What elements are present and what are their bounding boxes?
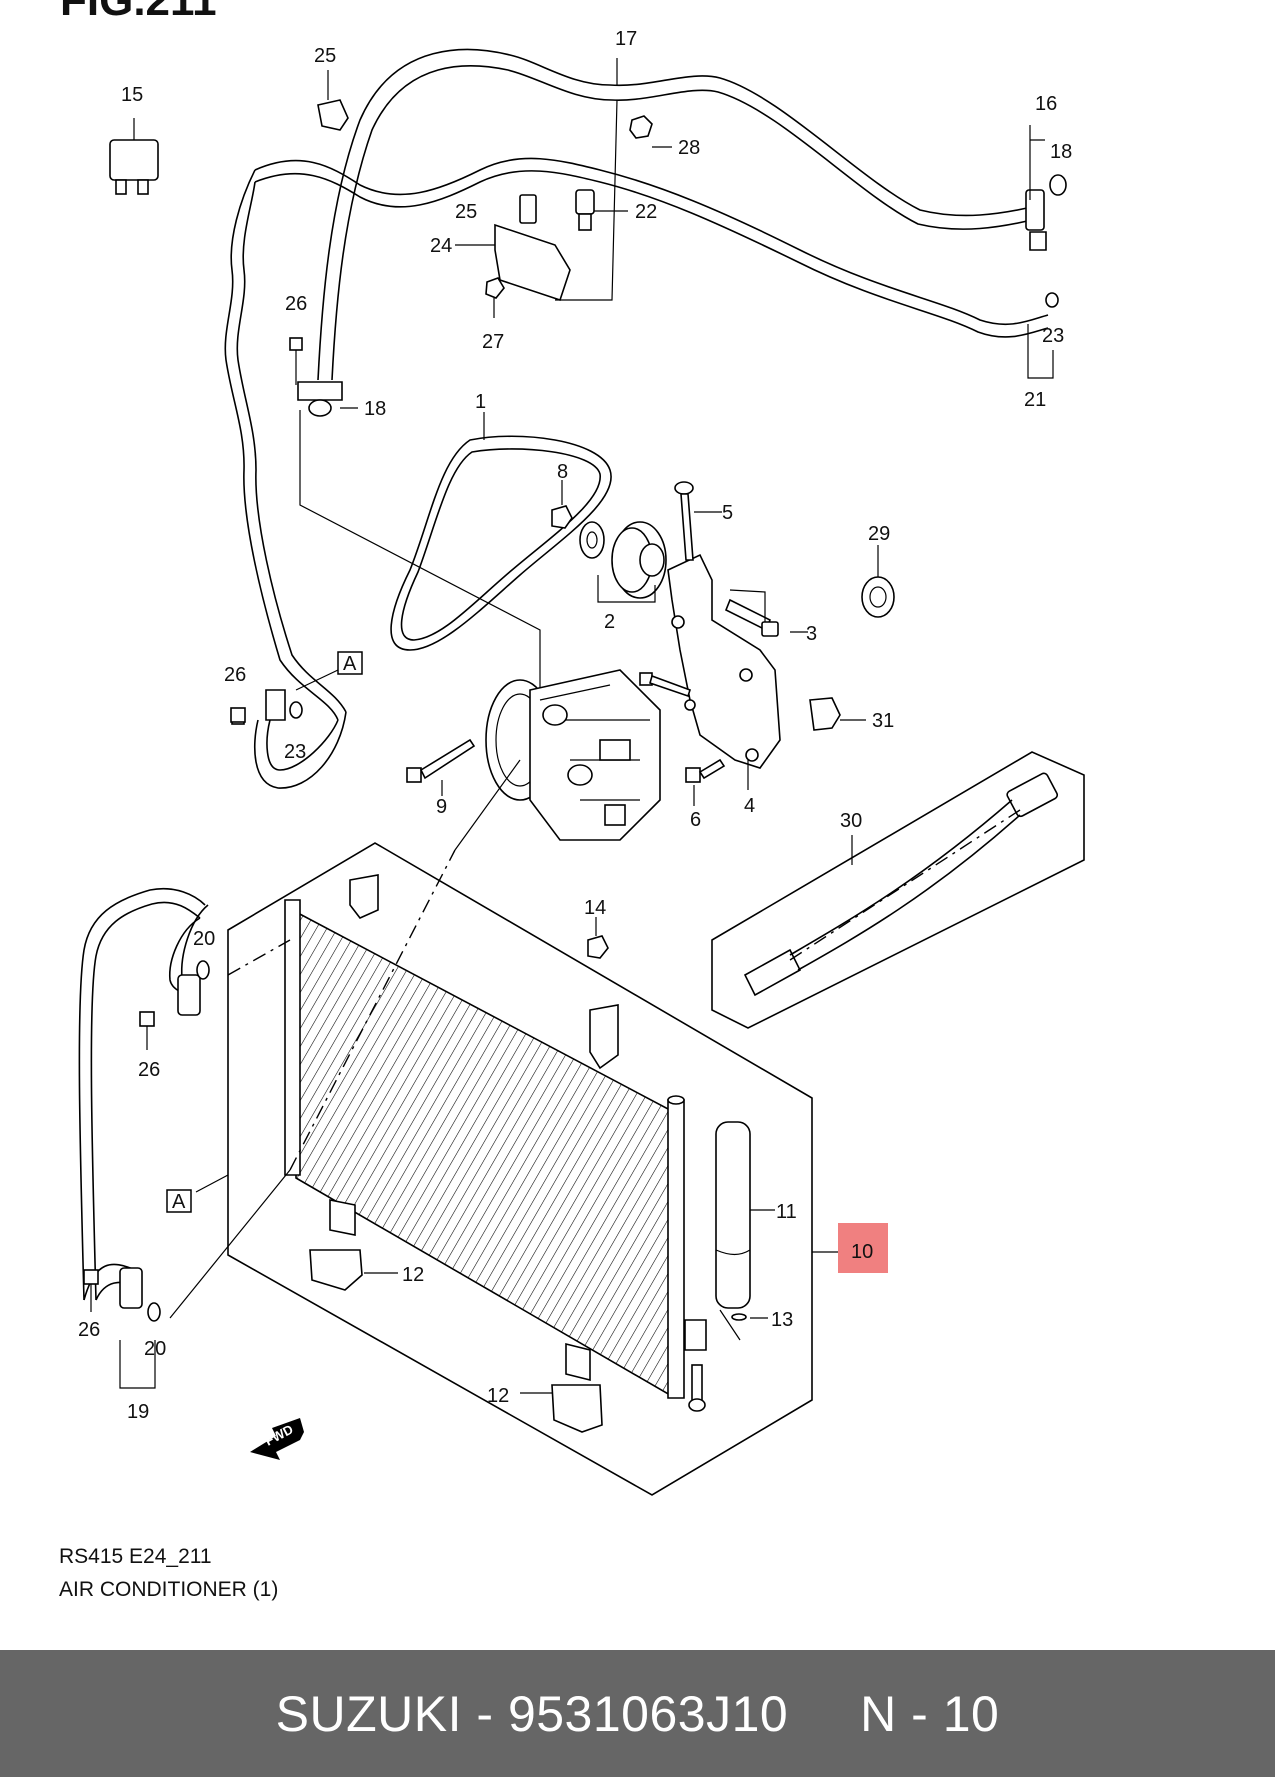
bolt-part-5 [674, 481, 722, 561]
mount-part-12-upper [309, 1249, 398, 1291]
o-ring-part-23-right [1045, 292, 1059, 308]
o-ring-part-18-left [308, 399, 332, 417]
callout-3: 3 [806, 623, 817, 645]
bolt-part-14 [587, 917, 609, 959]
compressor-bracket-part-4 [667, 553, 781, 790]
callout-13: 13 [771, 1309, 793, 1331]
suction-hose [297, 48, 1047, 401]
condenser-box-part-10 [227, 842, 838, 1496]
bolt-part-3 [724, 589, 808, 637]
clip-part-25-top [317, 70, 349, 131]
callout-26-bottom: 26 [78, 1319, 100, 1341]
callout-11: 11 [776, 1201, 797, 1223]
callout-1: 1 [475, 391, 486, 413]
callout-14: 14 [584, 897, 606, 919]
liquid-pipe-part-19 [78, 887, 210, 1389]
callout-29: 29 [868, 523, 890, 545]
callout-26-upper: 26 [285, 293, 307, 315]
discharge-pipe [224, 157, 1049, 789]
callout-18-left: 18 [364, 398, 386, 420]
callout-10: 10 [851, 1241, 873, 1263]
callout-24: 24 [430, 235, 452, 257]
callout-21: 21 [1024, 389, 1046, 411]
callout-20-lower: 20 [144, 1338, 166, 1360]
callout-5: 5 [722, 502, 733, 524]
pulley-part-29 [861, 545, 895, 618]
fwd-arrow-icon: FWD [250, 1418, 304, 1460]
nut-part-8 [551, 480, 573, 529]
drive-belt-part-1 [390, 412, 612, 651]
condenser-core [169, 759, 707, 1399]
compressor-assembly [485, 669, 661, 841]
o-ring-part-18-right [1049, 174, 1067, 196]
diagram-name: AIR CONDITIONER (1) [59, 1578, 279, 1601]
pressure-switch-part-22 [575, 189, 628, 231]
relay-part-15 [109, 118, 159, 195]
callout-19: 19 [127, 1401, 149, 1423]
nut-part-28 [629, 115, 672, 148]
leader-lines-top [340, 58, 1054, 409]
callout-22: 22 [635, 201, 657, 223]
callout-25-top: 25 [314, 45, 336, 67]
bolt-part-6 [685, 758, 726, 806]
diagram-code: RS415 E24_211 [59, 1545, 212, 1568]
callout-16: 16 [1035, 93, 1057, 115]
callout-4: 4 [744, 795, 755, 817]
callout-A-top: A [343, 653, 357, 675]
stud-part-unlabeled [639, 672, 692, 698]
bolt-part-27 [485, 277, 505, 318]
callout-20-upper: 20 [193, 928, 215, 950]
bolt-part-9 [406, 738, 476, 796]
callout-31: 31 [872, 710, 894, 732]
footer-part-text: SUZUKI - 9531063J10 N - 10 [275, 1685, 1000, 1742]
leader-18-compressor [299, 410, 541, 700]
callout-17: 17 [615, 28, 637, 50]
callout-6: 6 [690, 809, 701, 831]
dryer-box-part-30 [711, 751, 1085, 1029]
callout-23-left: 23 [284, 741, 306, 763]
o-ring-part-13 [719, 1309, 768, 1341]
parts-diagram: FWD 1 2 3 4 5 6 8 9 10 11 12 12 13 14 15… [78, 28, 1085, 1496]
callout-28: 28 [678, 137, 700, 159]
mount-part-12-lower [520, 1384, 603, 1433]
callout-18-right: 18 [1050, 141, 1072, 163]
callout-8: 8 [557, 461, 568, 483]
figure-title: FIG.211 [60, 0, 217, 25]
clip-part-31 [809, 697, 866, 731]
callout-12-lower: 12 [487, 1385, 509, 1407]
callout-25-mid: 25 [455, 201, 477, 223]
callout-labels: 1 2 3 4 5 6 8 9 10 11 12 12 13 14 15 16 … [78, 28, 1072, 1423]
callout-2: 2 [604, 611, 615, 633]
callout-27: 27 [482, 331, 504, 353]
callout-12-upper: 12 [402, 1264, 424, 1286]
callout-15: 15 [121, 84, 143, 106]
reference-box-A-top [295, 651, 363, 691]
callout-26-left: 26 [224, 664, 246, 686]
callout-A-bottom: A [172, 1191, 186, 1213]
receiver-dryer-part-11 [715, 1121, 775, 1309]
highlight-box-10 [838, 1223, 888, 1273]
bolts-part-26-lower [83, 707, 246, 1312]
callout-30: 30 [840, 810, 862, 832]
clutch-pulley-part-2 [579, 521, 667, 603]
bolt-part-26-upper [289, 337, 303, 385]
reference-box-A-bottom [166, 1174, 229, 1213]
callout-26-lower: 26 [138, 1059, 160, 1081]
callout-9: 9 [436, 796, 447, 818]
callout-23-right: 23 [1042, 325, 1064, 347]
drain-bolt-bottom [688, 1364, 706, 1412]
footer-bar: SUZUKI - 9531063J10 N - 10 [0, 1650, 1275, 1777]
